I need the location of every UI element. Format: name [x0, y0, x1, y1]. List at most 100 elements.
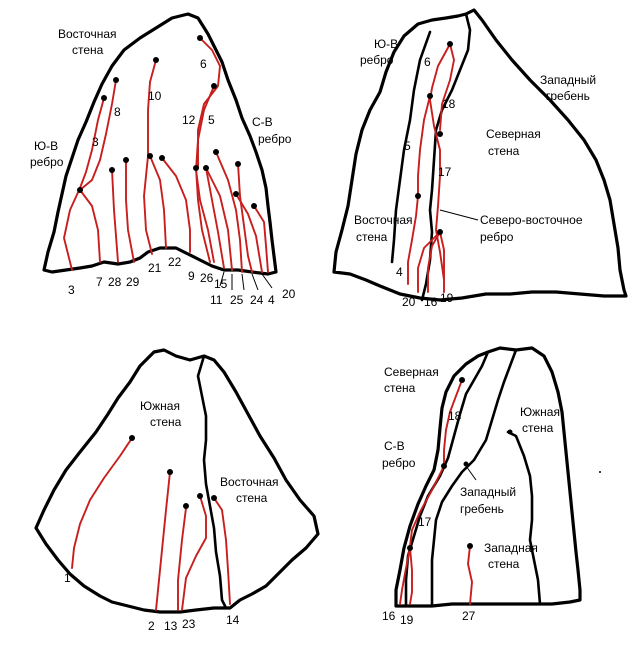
start-dot [467, 543, 473, 549]
start-dot [233, 191, 239, 197]
route-5-tr [417, 95, 431, 197]
label-south-wall-bl: стена [150, 415, 182, 429]
route-25-tl [215, 151, 243, 273]
start-dot [213, 149, 219, 155]
start-dot [599, 471, 601, 473]
start-dot [211, 83, 217, 89]
label-ne-ridge-tr: Северо-восточное [480, 213, 583, 227]
route-28-tl [111, 169, 119, 263]
route-number: 18 [442, 97, 456, 111]
route-number: 2 [148, 619, 155, 633]
start-dot [203, 165, 209, 171]
start-dot [159, 155, 165, 161]
route-14-bl [213, 497, 231, 605]
start-dot [463, 461, 469, 467]
label-east-wall-bl: стена [236, 491, 268, 505]
start-dot [235, 161, 241, 167]
route-number: 19 [400, 613, 414, 627]
route-17-tr [427, 231, 441, 293]
start-dot [147, 153, 153, 159]
ridge-line [506, 430, 542, 606]
route-number: 27 [462, 609, 476, 623]
start-dot [507, 429, 513, 435]
label-east-wall-bl: Восточная [220, 475, 279, 489]
label-ne-ridge-br: ребро [382, 456, 416, 470]
route-7-tl [79, 189, 101, 263]
leader-line [439, 209, 479, 221]
route-number: 6 [424, 55, 431, 69]
route-number: 12 [182, 113, 196, 127]
panel-bottom-left: Южная стена Восточная стена 1 2 13 23 14 [34, 348, 320, 633]
route-number: 25 [230, 293, 244, 307]
route-8-tl [79, 79, 117, 191]
label-north-wall-tr: Северная [486, 127, 541, 141]
start-dot [437, 229, 443, 235]
start-dot [77, 187, 83, 193]
route-number: 10 [148, 89, 162, 103]
start-dot [113, 77, 119, 83]
route-number: 23 [182, 617, 196, 631]
route-number: 13 [164, 619, 178, 633]
start-dot [211, 495, 217, 501]
route-number: 5 [404, 139, 411, 153]
route-number: 16 [424, 295, 438, 309]
label-se-ridge-tl: Ю-В [34, 139, 58, 153]
label-south-wall-bl: Южная [140, 399, 180, 413]
route-26-tl [205, 167, 225, 269]
route-19-br [409, 547, 413, 605]
route-number: 24 [250, 293, 264, 307]
route-number: 26 [200, 271, 214, 285]
route-number: 20 [282, 287, 296, 301]
route-number: 1 [64, 571, 71, 585]
route-29-tl [125, 159, 135, 263]
route-number: 3 [68, 283, 75, 297]
route-number: 4 [268, 293, 275, 307]
route-13-bl [177, 507, 187, 611]
label-east-wall-tl: стена [72, 43, 104, 57]
start-dot [193, 165, 199, 171]
route-number: 6 [200, 57, 207, 71]
label-se-ridge-tr: ребро [360, 53, 394, 67]
route-number: 18 [448, 409, 462, 423]
start-dot [123, 157, 129, 163]
label-west-ridge-br: Западный [460, 485, 516, 499]
mountain-outline-tr [332, 8, 628, 302]
start-dot [197, 35, 203, 41]
label-se-ridge-tr: Ю-В [374, 37, 398, 51]
label-south-wall-br: Южная [520, 405, 560, 419]
route-22-tl [161, 157, 191, 253]
label-north-wall-br: Северная [384, 365, 439, 379]
route-17-br [409, 465, 445, 547]
start-dot [407, 545, 413, 551]
label-ne-ridge-br: С-В [384, 439, 405, 453]
route-4-tr [407, 195, 419, 285]
start-dot [109, 167, 115, 173]
panel-top-left: Восточная стена Ю-В ребро С-В ребро 3 8 … [30, 12, 296, 307]
leader-line [465, 465, 477, 481]
start-dot [101, 95, 107, 101]
route-number: 21 [148, 261, 162, 275]
route-number: 8 [114, 105, 121, 119]
route-number: 7 [96, 275, 103, 289]
label-east-wall-tr: Восточная [354, 213, 413, 227]
start-dot [153, 57, 159, 63]
ridge-line [196, 354, 228, 610]
route-15-tl [205, 167, 233, 271]
route-2-bl [155, 471, 171, 611]
start-dot [129, 435, 135, 441]
start-dot [251, 203, 257, 209]
label-west-ridge-tr: гребень [546, 89, 590, 103]
route-number: 29 [126, 275, 140, 289]
label-east-wall-tr: стена [356, 230, 388, 244]
route-18-br [443, 379, 463, 467]
ridge-line [430, 348, 518, 608]
route-23-bl [181, 495, 207, 611]
route-number: 5 [208, 113, 215, 127]
route-19-tr [439, 231, 445, 293]
route-number: 3 [92, 135, 99, 149]
label-west-wall-br: Западная [484, 541, 538, 555]
route-number: 15 [214, 277, 228, 291]
route-27-br [467, 545, 473, 605]
